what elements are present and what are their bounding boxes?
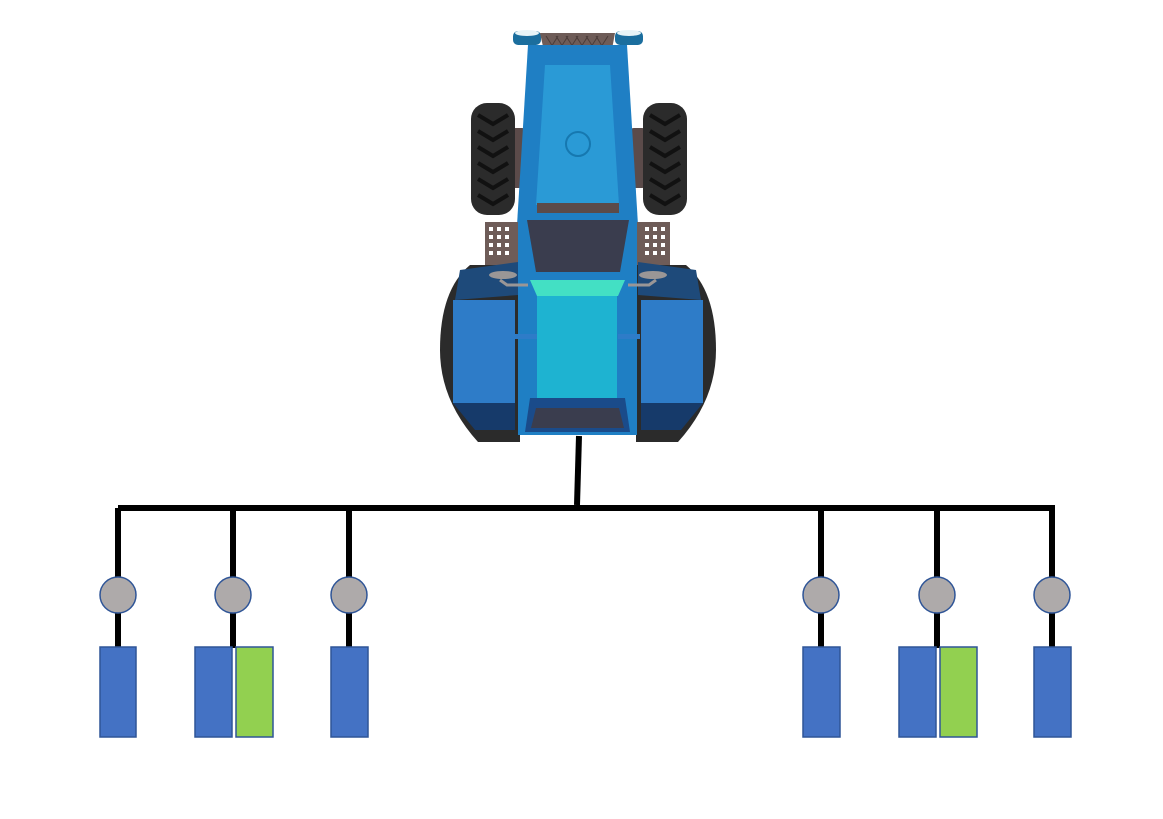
rear-right-wheel [636,262,716,442]
sensor-node-icon [802,576,840,614]
tractor-icon [440,30,716,442]
sensor-node-icon [1033,576,1071,614]
left-group [99,508,369,738]
blue-block [1033,646,1072,738]
sensor-node-icon [918,576,956,614]
green-block [235,646,274,738]
blue-block [99,646,137,738]
sensor-node-icon [99,576,137,614]
blue-block [898,646,937,738]
rear-left-wheel [440,262,520,442]
sensor-node-icon [330,576,368,614]
blue-block [194,646,233,738]
blue-block [330,646,369,738]
sensor-node-icon [214,576,252,614]
tractor-hitch-line [574,435,582,506]
right-group [802,508,1072,738]
front-right-wheel [628,103,687,215]
blue-block [802,646,841,738]
green-block [939,646,978,738]
